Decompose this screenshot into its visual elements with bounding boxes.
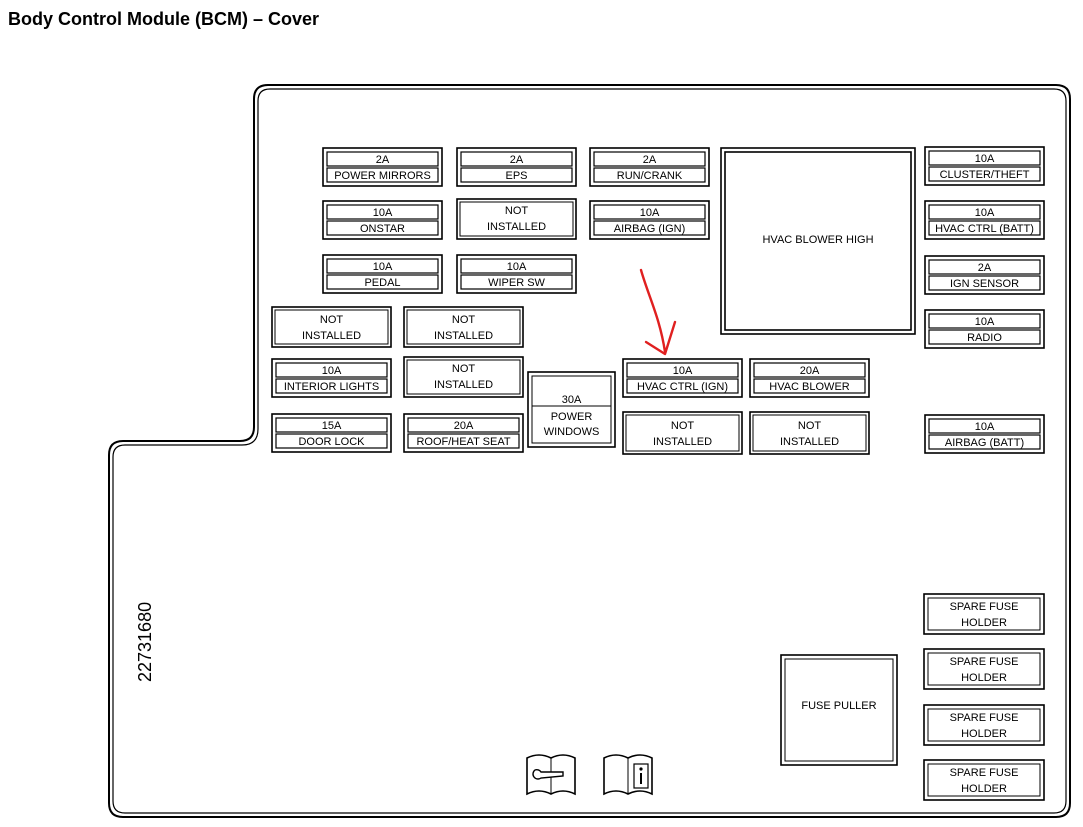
info-manual-icon	[603, 754, 653, 796]
relay-hvac-blower-high: HVAC BLOWER HIGH	[720, 147, 916, 335]
fuse-line1: NOT	[452, 314, 476, 326]
fuse-label: AIRBAG (IGN)	[614, 223, 686, 235]
fuse-amp: 10A	[975, 207, 995, 219]
spare-line2: HOLDER	[961, 672, 1007, 684]
fuse-not-installed-3: NOT INSTALLED	[403, 306, 524, 348]
fuse-amp: 10A	[975, 153, 995, 165]
spare-line1: SPARE FUSE	[950, 767, 1019, 779]
fuse-eps: 2A EPS	[456, 147, 577, 187]
page-title: Body Control Module (BCM) – Cover	[8, 9, 319, 29]
spare-fuse-holder-3: SPARE FUSE HOLDER	[923, 704, 1045, 746]
fuse-amp: 10A	[373, 207, 393, 219]
fuse-line1: NOT	[320, 314, 344, 326]
fuse-interior-lights: 10A INTERIOR LIGHTS	[271, 358, 392, 398]
fuse-amp: 10A	[640, 207, 660, 219]
fuse-amp: 2A	[510, 154, 524, 166]
fuse-line2: INSTALLED	[302, 330, 361, 342]
fuse-line2: WINDOWS	[544, 426, 600, 438]
spare-line1: SPARE FUSE	[950, 601, 1019, 613]
fuse-power-mirrors: 2A POWER MIRRORS	[322, 147, 443, 187]
fuse-hvac-ctrl-ign: 10A HVAC CTRL (IGN)	[622, 358, 743, 398]
fuse-line2: INSTALLED	[780, 436, 839, 448]
fuse-amp: 10A	[975, 316, 995, 328]
fuse-label: AIRBAG (BATT)	[945, 437, 1024, 449]
fuse-line2: INSTALLED	[434, 330, 493, 342]
fuse-amp: 2A	[643, 154, 657, 166]
spare-line2: HOLDER	[961, 728, 1007, 740]
spare-fuse-holder-2: SPARE FUSE HOLDER	[923, 648, 1045, 690]
fuse-amp: 10A	[673, 365, 693, 377]
fuse-line1: NOT	[505, 205, 529, 217]
fuse-puller-label: FUSE PULLER	[801, 700, 876, 712]
fuse-run-crank: 2A RUN/CRANK	[589, 147, 710, 187]
spare-fuse-holder-4: SPARE FUSE HOLDER	[923, 759, 1045, 801]
fuse-onstar: 10A ONSTAR	[322, 200, 443, 240]
fuse-label: RADIO	[967, 332, 1002, 344]
fuse-airbag-batt: 10A AIRBAG (BATT)	[924, 414, 1045, 454]
fuse-label: IGN SENSOR	[950, 278, 1019, 290]
fuse-label: HVAC CTRL (BATT)	[935, 223, 1034, 235]
fuse-label: ONSTAR	[360, 223, 405, 235]
fuse-not-installed-4: NOT INSTALLED	[403, 356, 524, 398]
fuse-label: HVAC BLOWER	[769, 381, 850, 393]
fuse-label: HVAC CTRL (IGN)	[637, 381, 728, 393]
fuse-wiper-sw: 10A WIPER SW	[456, 254, 577, 294]
fuse-not-installed-2: NOT INSTALLED	[271, 306, 392, 348]
spare-fuse-holder-1: SPARE FUSE HOLDER	[923, 593, 1045, 635]
relay-label: HVAC BLOWER HIGH	[762, 234, 873, 246]
fuse-line1: NOT	[671, 420, 695, 432]
fuse-not-installed-6: NOT INSTALLED	[749, 411, 870, 455]
fuse-puller: FUSE PULLER	[780, 654, 898, 766]
fuse-amp: 15A	[322, 420, 342, 432]
spare-line2: HOLDER	[961, 617, 1007, 629]
fuse-line2: INSTALLED	[434, 379, 493, 391]
fuse-hvac-blower: 20A HVAC BLOWER	[749, 358, 870, 398]
fuse-amp: 2A	[978, 262, 992, 274]
cover-outline-inner	[112, 88, 1067, 814]
fuse-label: CLUSTER/THEFT	[940, 169, 1030, 181]
cover-outline	[108, 84, 1071, 818]
fuse-label: ROOF/HEAT SEAT	[416, 436, 510, 448]
fuse-amp: 10A	[322, 365, 342, 377]
fuse-radio: 10A RADIO	[924, 309, 1045, 349]
spare-line2: HOLDER	[961, 783, 1007, 795]
part-number: 22731680	[135, 602, 155, 682]
wrench-icon	[526, 754, 576, 796]
fuse-airbag-ign: 10A AIRBAG (IGN)	[589, 200, 710, 240]
fuse-ign-sensor: 2A IGN SENSOR	[924, 255, 1045, 295]
fuse-roof-heat-seat: 20A ROOF/HEAT SEAT	[403, 413, 524, 453]
fuse-amp: 10A	[373, 261, 393, 273]
fuse-amp: 2A	[376, 154, 390, 166]
fuse-label: INTERIOR LIGHTS	[284, 381, 379, 393]
fuse-line1: NOT	[798, 420, 822, 432]
fuse-label: DOOR LOCK	[298, 436, 365, 448]
fuse-not-installed-5: NOT INSTALLED	[622, 411, 743, 455]
fuse-hvac-ctrl-batt: 10A HVAC CTRL (BATT)	[924, 200, 1045, 240]
spare-line1: SPARE FUSE	[950, 712, 1019, 724]
fuse-not-installed-1: NOT INSTALLED	[456, 198, 577, 240]
fuse-amp: 20A	[800, 365, 820, 377]
fuse-cluster-theft: 10A CLUSTER/THEFT	[924, 146, 1045, 186]
spare-line1: SPARE FUSE	[950, 656, 1019, 668]
fuse-label: RUN/CRANK	[617, 170, 683, 182]
fuse-amp: 10A	[507, 261, 527, 273]
fuse-label: PEDAL	[364, 277, 400, 289]
fuse-label: WIPER SW	[488, 277, 545, 289]
fuse-label: EPS	[505, 170, 527, 182]
fuse-amp: 10A	[975, 421, 995, 433]
fuse-line2: INSTALLED	[487, 221, 546, 233]
fuse-line1: NOT	[452, 363, 476, 375]
annotation-arrow	[639, 268, 677, 356]
fuse-amp: 20A	[454, 420, 474, 432]
fuse-line2: INSTALLED	[653, 436, 712, 448]
fuse-line1: POWER	[551, 411, 593, 423]
fuse-power-windows: 30A POWER WINDOWS	[527, 371, 616, 448]
fuse-amp: 30A	[562, 394, 582, 406]
fuse-pedal: 10A PEDAL	[322, 254, 443, 294]
fuse-label: POWER MIRRORS	[334, 170, 431, 182]
fuse-door-lock: 15A DOOR LOCK	[271, 413, 392, 453]
